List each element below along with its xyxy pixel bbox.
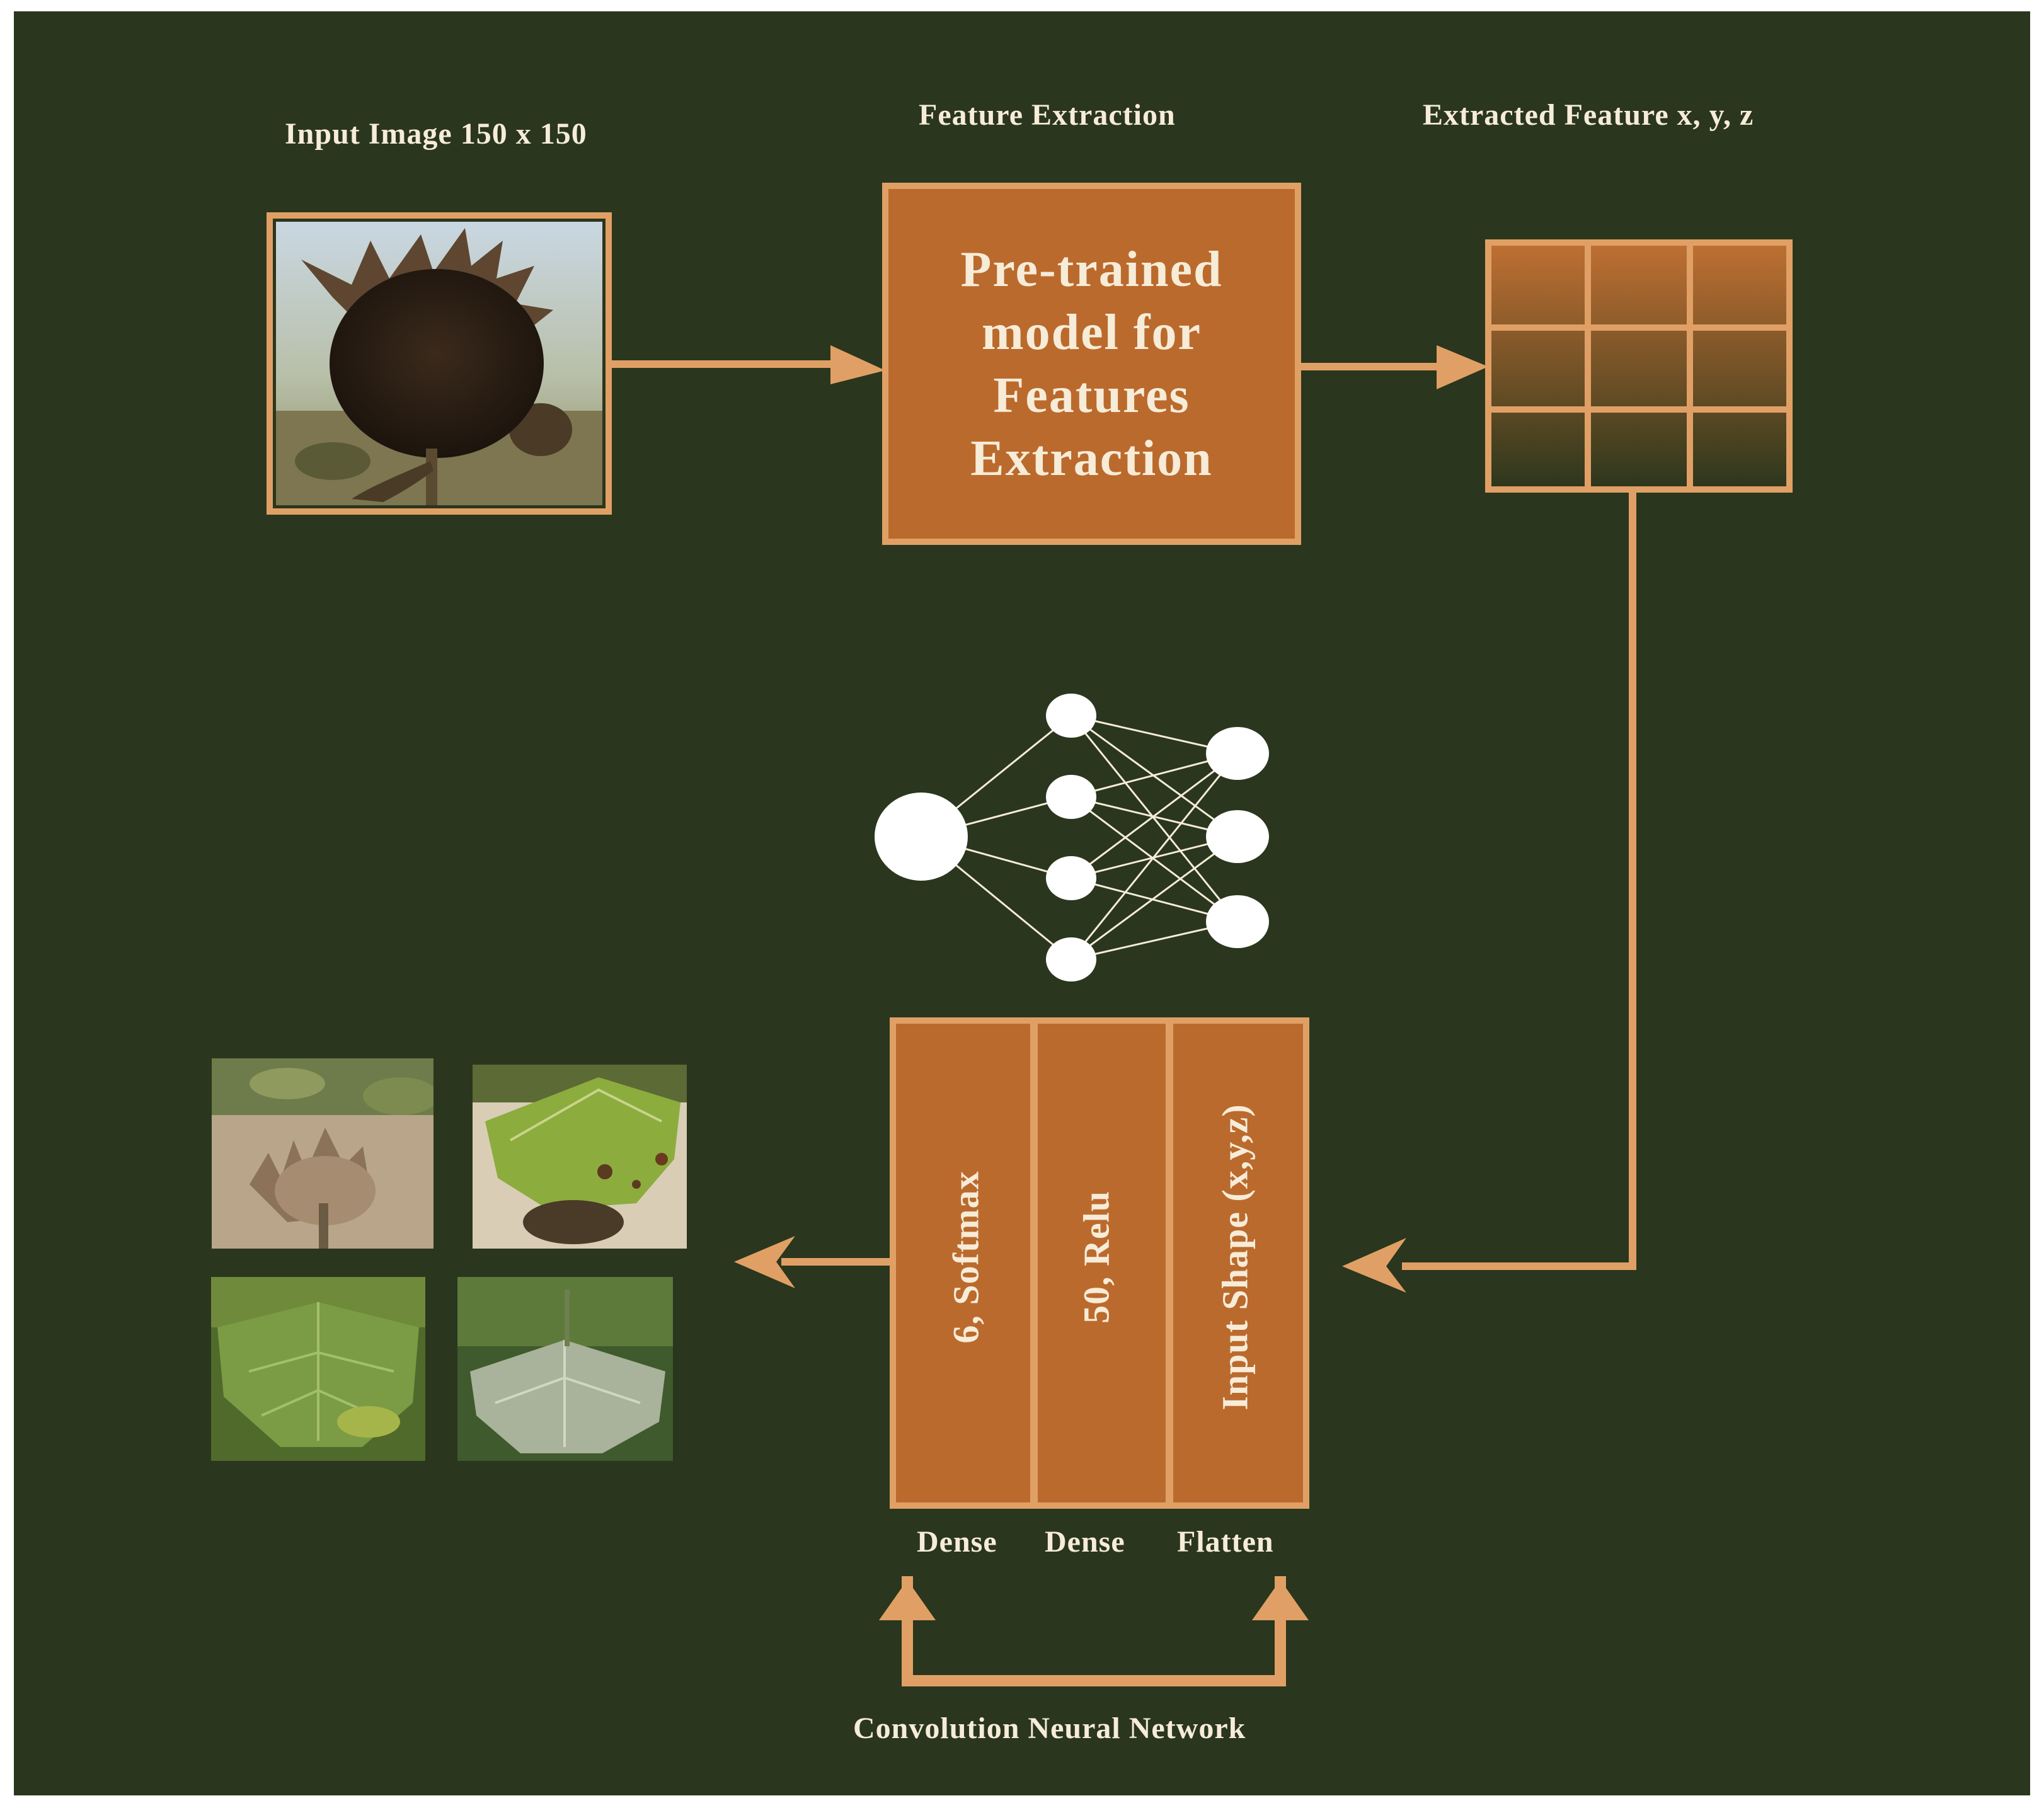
extracted-feature-label: Extracted Feature x, y, z [1423, 98, 1754, 132]
output-image-2 [473, 1065, 687, 1249]
layer-relu-label: 50, Relu [1076, 1191, 1117, 1324]
nn-hidden-node [1046, 775, 1096, 819]
feature-grid [1485, 239, 1793, 493]
layer-input-shape-label: Input Shape (x,y,z) [1214, 1104, 1256, 1410]
input-image-label: Input Image 150 x 150 [285, 117, 587, 151]
feature-extraction-label: Feature Extraction [919, 98, 1176, 132]
pretrained-model-text: Pre-trained model for Features Extractio… [960, 241, 1223, 486]
nn-input-node [875, 792, 968, 881]
arrow-model-to-features [1298, 345, 1488, 389]
arrow-features-to-cnn [1342, 489, 1636, 1293]
layer-type-flatten: Flatten [1177, 1525, 1274, 1559]
layer-softmax-label: 6, Softmax [945, 1170, 987, 1344]
output-image-4 [457, 1277, 673, 1461]
neural-network-icon [921, 714, 1239, 961]
pretrained-model-box: Pre-trained model for Features Extractio… [882, 183, 1301, 545]
nn-output-node [1206, 895, 1269, 948]
layer-type-dense-2: Dense [1045, 1525, 1125, 1559]
nn-output-node [1206, 810, 1269, 863]
cnn-caption: Convolution Neural Network [853, 1712, 1246, 1745]
nn-output-node [1206, 727, 1269, 780]
input-sunflower-image [276, 222, 602, 505]
layer-divider [1166, 1024, 1173, 1502]
output-image-1 [212, 1058, 433, 1249]
cnn-bracket-arrows [879, 1576, 1309, 1686]
cnn-layers-box [890, 1017, 1309, 1509]
nn-hidden-node [1046, 856, 1096, 900]
arrow-input-to-model [609, 345, 885, 384]
nn-hidden-node [1046, 937, 1096, 981]
output-image-3 [211, 1277, 425, 1461]
layer-divider [1030, 1024, 1038, 1502]
arrow-cnn-to-output [734, 1236, 890, 1288]
layer-type-dense-1: Dense [917, 1525, 997, 1559]
nn-hidden-node [1046, 694, 1096, 738]
